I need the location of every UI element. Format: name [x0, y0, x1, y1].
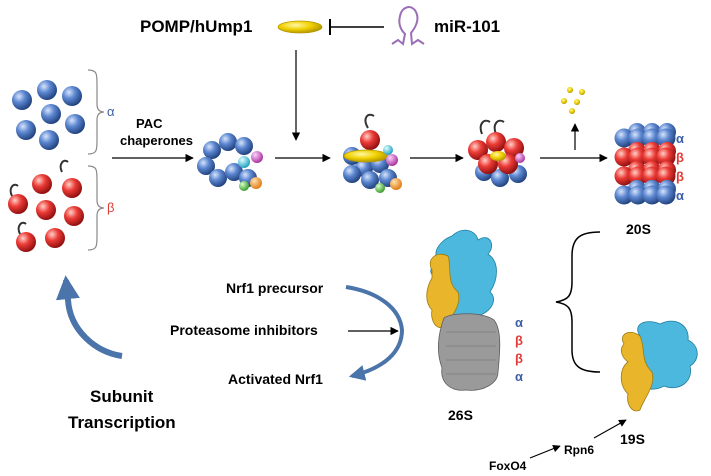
beta-subunit	[656, 147, 676, 167]
transcription-label: Transcription	[68, 413, 176, 432]
alpha-subunit	[642, 185, 662, 205]
beta-label-20s-1: β	[676, 150, 684, 165]
alpha-subunit	[628, 185, 648, 205]
alpha-label: α	[107, 104, 115, 119]
mir-label: miR-101	[434, 17, 500, 36]
beta-label-26s-2: β	[515, 351, 523, 366]
alpha-label-20s-1: α	[676, 131, 684, 146]
alpha-brace	[87, 69, 105, 155]
beta-subunit	[642, 166, 662, 186]
regulatory-particle-19s-map	[620, 320, 698, 412]
alpha-subunit	[614, 128, 634, 148]
assembly-brace	[555, 231, 601, 373]
pomp-label: POMP/hUmp1	[140, 17, 252, 36]
pac-label-line2: chaperones	[120, 133, 193, 148]
pac-label-line1: PAC	[136, 116, 163, 131]
alpha-subunit	[656, 128, 676, 148]
alpha-label-26s-1: α	[515, 315, 523, 330]
rpn6-label: Rpn6	[564, 443, 594, 457]
alpha-subunit-pool	[12, 80, 85, 150]
transcription-feedback-arrow	[55, 275, 123, 359]
pomp-ellipse-icon	[277, 20, 323, 34]
beta-subunit	[614, 147, 634, 167]
subunit-label: Subunit	[90, 387, 154, 406]
rpn6-arrow	[593, 419, 627, 439]
half-mer-intermediate	[468, 119, 527, 187]
half-proteasome-pomp	[343, 113, 402, 193]
beta-label: β	[107, 200, 114, 215]
alpha-label-20s-2: α	[676, 188, 684, 203]
alpha-subunit	[628, 128, 648, 148]
beta-subunit	[614, 166, 634, 186]
foxo4-label: FoxO4	[489, 459, 527, 473]
alpha-label-26s-2: α	[515, 369, 523, 384]
alpha-subunit	[614, 185, 634, 205]
nrf1-precursor-label: Nrf1 precursor	[226, 280, 324, 296]
beta-label-26s-1: β	[515, 333, 523, 348]
label-20s: 20S	[626, 221, 651, 237]
label-26s: 26S	[448, 407, 473, 423]
alpha-subunit	[642, 128, 662, 148]
foxo4-arrow	[529, 444, 561, 459]
beta-subunit	[628, 166, 648, 186]
beta-subunit	[628, 147, 648, 167]
proteasome-inhibitors-label: Proteasome inhibitors	[170, 322, 318, 338]
alpha-ring-intermediate	[197, 133, 263, 191]
activated-nrf1-label: Activated Nrf1	[228, 371, 323, 387]
beta-subunit	[642, 147, 662, 167]
beta-subunit	[656, 166, 676, 186]
proteasome-20s	[614, 123, 676, 205]
released-pomp-dots	[561, 87, 585, 114]
beta-subunit-pool	[8, 159, 84, 252]
nrf1-processing-arrow	[345, 285, 405, 381]
alpha-subunit	[656, 185, 676, 205]
beta-brace	[87, 165, 105, 251]
beta-label-20s-2: β	[676, 169, 684, 184]
label-19s: 19S	[620, 431, 645, 447]
proteasome-26s-map	[426, 229, 501, 391]
mir-hairpin-icon	[391, 6, 425, 46]
